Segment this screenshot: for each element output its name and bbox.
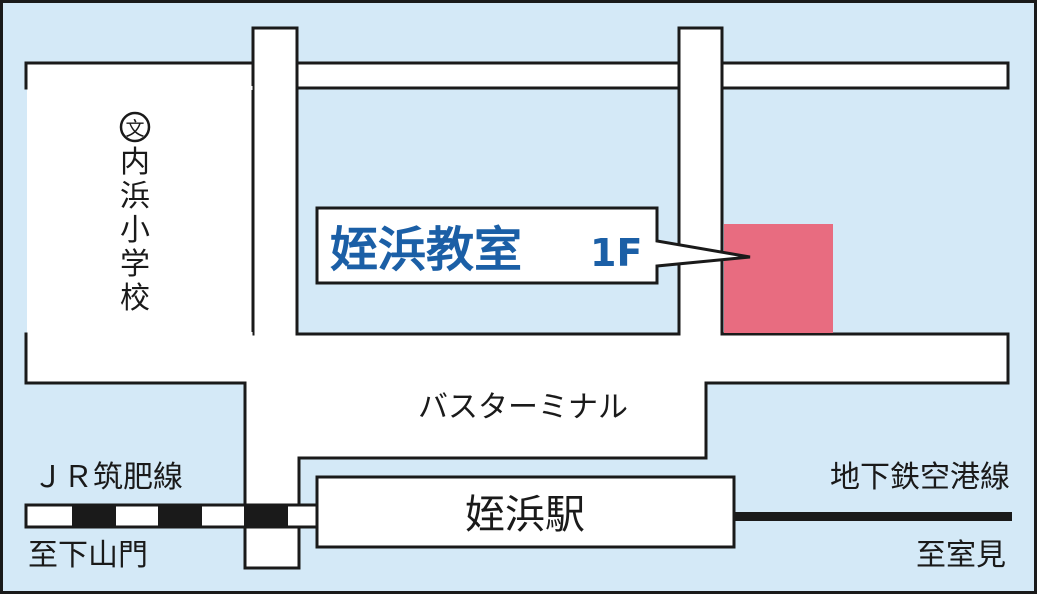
school-name-char: 浜 <box>120 179 150 214</box>
destination-floor: 1F <box>590 231 642 275</box>
jr-rail-line <box>24 503 320 529</box>
destination-callout <box>315 206 751 285</box>
jr-direction-label: 至下山門 <box>28 538 148 573</box>
road-joins <box>27 61 721 460</box>
rail-tie <box>244 505 288 527</box>
bus-terminal-label: バスターミナル <box>418 390 628 425</box>
school-name-char: 内 <box>120 145 150 180</box>
school-symbol-icon: 文 <box>119 111 151 143</box>
road-top <box>24 61 1010 90</box>
destination-name: 姪浜教室 <box>330 222 522 278</box>
rail-tie <box>72 505 116 527</box>
subway-line-label: 地下鉄空港線 <box>830 460 1010 495</box>
jr-line-label: ＪＲ筑肥線 <box>33 460 183 495</box>
station-label: 姪浜駅 <box>465 492 585 538</box>
destination-block <box>724 224 833 333</box>
school-name-char: 校 <box>120 281 150 316</box>
school-name: 内 浜 小 学 校 <box>120 145 150 316</box>
rail-tie <box>158 505 202 527</box>
school-name-char: 学 <box>120 247 150 282</box>
subway-direction-label: 至室見 <box>916 538 1006 573</box>
bus-terminal-area <box>243 381 708 460</box>
school-name-char: 小 <box>120 213 150 248</box>
subway-line <box>734 512 1012 521</box>
road-middle <box>24 332 1010 385</box>
svg-text:文: 文 <box>125 118 144 140</box>
station-box <box>315 475 736 549</box>
